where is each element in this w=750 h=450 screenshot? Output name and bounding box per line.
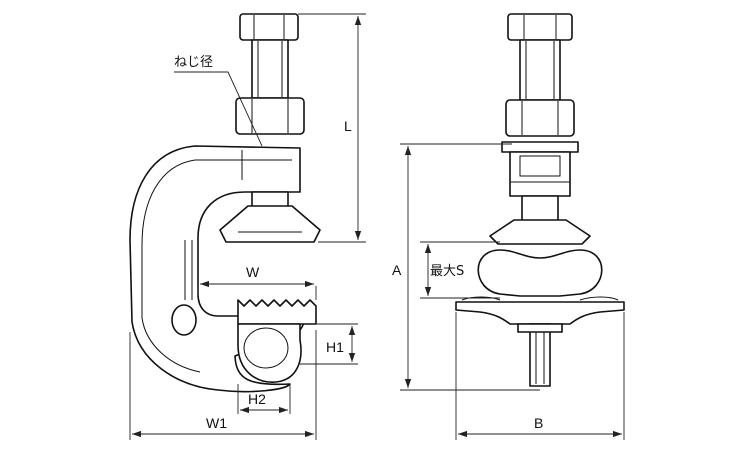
- front-base-plate: [455, 301, 625, 325]
- serrated-jaw: [237, 299, 317, 325]
- c-frame-inner-line: [141, 159, 292, 373]
- label-H1: H1: [326, 339, 344, 355]
- front-stem: [529, 323, 551, 387]
- frame-boss: [171, 304, 197, 336]
- label-A: A: [392, 262, 402, 278]
- front-view: 最大S A B: [392, 13, 625, 440]
- clamped-flange: [477, 249, 603, 297]
- lock-nut: [235, 97, 305, 135]
- label-L: L: [344, 118, 352, 134]
- front-frame-slot: [509, 151, 571, 197]
- front-bolt-shank: [519, 39, 561, 101]
- top-hex-head: [239, 13, 299, 41]
- label-max-S: 最大S: [430, 264, 464, 279]
- side-view: ねじ径 L W H1 H2 W1: [129, 13, 366, 440]
- label-H2: H2: [248, 391, 266, 407]
- front-lock-nut: [505, 99, 575, 137]
- jaw-lower-ring: [237, 323, 302, 383]
- front-pressure-pad: [489, 219, 591, 245]
- c-frame-web-line: [184, 240, 193, 300]
- front-frame-head: [501, 141, 579, 153]
- label-thread-diameter: ねじ径: [174, 55, 213, 70]
- bolt-shank: [251, 39, 289, 99]
- label-B: B: [534, 415, 543, 431]
- front-top-hex: [507, 13, 573, 41]
- label-W1: W1: [206, 415, 227, 431]
- label-W: W: [246, 264, 260, 280]
- pressure-pad: [219, 205, 321, 243]
